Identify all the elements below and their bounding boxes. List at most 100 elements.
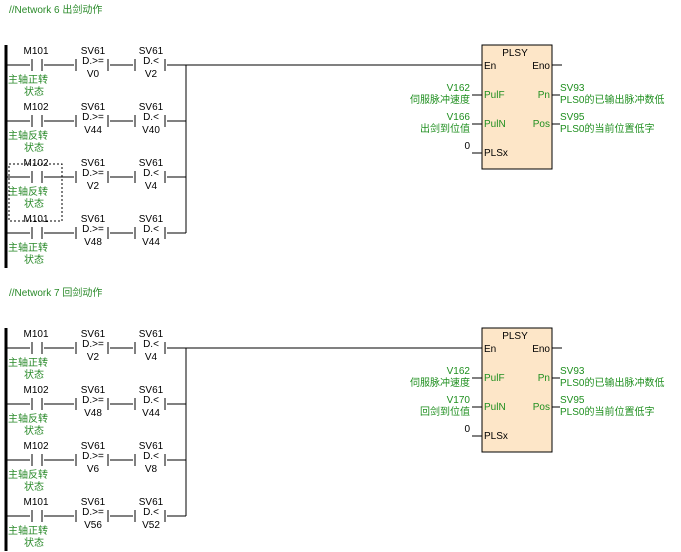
contact-address: M101 <box>23 214 48 225</box>
compare-operator: D.>= <box>82 224 104 235</box>
compare-operator: D.>= <box>82 395 104 406</box>
contact-comment: 主轴正转 <box>8 524 48 537</box>
compare-operator: D.< <box>143 112 159 123</box>
compare-operator: D.>= <box>82 451 104 462</box>
compare-operator: D.< <box>143 507 159 518</box>
compare-device: SV61 <box>81 158 106 169</box>
pos-operand: SV95 <box>560 395 585 406</box>
function-block-name: PLSY <box>502 48 528 59</box>
contact-address: M102 <box>23 385 48 396</box>
compare-value: V56 <box>84 520 102 531</box>
plsy-function-block[interactable]: PLSYEnPulFPulNPLSxEnoPnPosV162伺服脉冲速度V170… <box>410 327 664 453</box>
contact-address: M101 <box>23 497 48 508</box>
compare-device: SV61 <box>139 441 164 452</box>
compare-operator: D.>= <box>82 507 104 518</box>
contact-comment: 主轴反转 <box>8 468 48 481</box>
compare-operator: D.< <box>143 168 159 179</box>
contact-comment: 状态 <box>24 368 44 381</box>
puln-comment: 回剑到位值 <box>420 405 470 418</box>
selection-box <box>8 163 63 222</box>
puln-operand: V170 <box>447 395 471 406</box>
pulf-comment: 伺服脉冲速度 <box>410 93 470 106</box>
pos-operand: SV95 <box>560 112 585 123</box>
compare-value: V0 <box>87 69 100 80</box>
function-block-body <box>481 44 553 170</box>
contact-comment: 主轴正转 <box>8 356 48 369</box>
compare-device: SV61 <box>139 497 164 508</box>
pin-pn: Pn <box>538 90 550 101</box>
pin-en: En <box>484 344 496 355</box>
contact-comment: 状态 <box>24 480 44 493</box>
compare-device: SV61 <box>139 46 164 57</box>
compare-device: SV61 <box>139 158 164 169</box>
contact-comment: 状态 <box>24 536 44 549</box>
pin-plsx: PLSx <box>484 431 508 442</box>
compare-value: V52 <box>142 520 160 531</box>
compare-operator: D.< <box>143 224 159 235</box>
compare-device: SV61 <box>139 329 164 340</box>
compare-operator: D.>= <box>82 168 104 179</box>
contact-address: M102 <box>23 102 48 113</box>
contact-address: M102 <box>23 158 48 169</box>
pulf-comment: 伺服脉冲速度 <box>410 376 470 389</box>
plsy-function-block[interactable]: PLSYEnPulFPulNPLSxEnoPnPosV162伺服脉冲速度V166… <box>410 44 664 170</box>
contact-comment: 主轴反转 <box>8 412 48 425</box>
compare-value: V2 <box>87 181 100 192</box>
compare-device: SV61 <box>81 102 106 113</box>
network-title[interactable]: //Network 7 回剑动作 <box>9 286 102 299</box>
pulf-operand: V162 <box>447 83 471 94</box>
compare-value: V44 <box>84 125 102 136</box>
compare-value: V40 <box>142 125 160 136</box>
network-title[interactable]: //Network 6 出剑动作 <box>9 3 102 16</box>
contact-address: M101 <box>23 46 48 57</box>
compare-operator: D.>= <box>82 56 104 67</box>
pin-puln: PulN <box>484 119 506 130</box>
pin-plsx: PLSx <box>484 148 508 159</box>
network-7: //Network 7 回剑动作M101主轴正转状态SV61D.>=V2SV61… <box>4 286 664 551</box>
compare-value: V2 <box>145 69 158 80</box>
contact-address: M101 <box>23 329 48 340</box>
pn-operand: SV93 <box>560 366 585 377</box>
plsx-operand: 0 <box>464 424 470 435</box>
pos-comment: PLS0的当前位置低字 <box>560 122 654 135</box>
compare-device: SV61 <box>81 46 106 57</box>
compare-operator: D.>= <box>82 339 104 350</box>
contact-comment: 主轴正转 <box>8 73 48 86</box>
compare-value: V4 <box>145 181 158 192</box>
pn-comment: PLS0的已输出脉冲数低 <box>560 376 664 389</box>
contact-comment: 状态 <box>24 197 44 210</box>
pin-pos: Pos <box>533 119 550 130</box>
